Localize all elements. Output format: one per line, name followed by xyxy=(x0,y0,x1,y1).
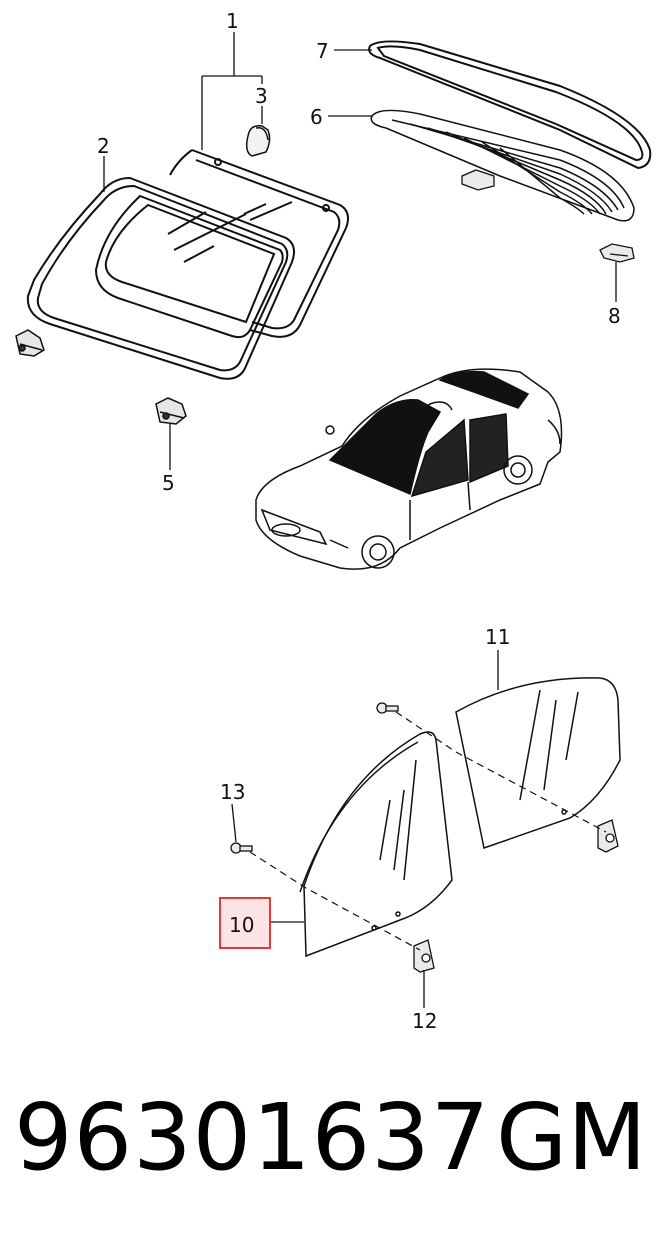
rear-clip xyxy=(461,169,495,191)
clip-3 xyxy=(245,124,271,157)
rear-window-glass xyxy=(370,109,635,222)
callout-12: 12 xyxy=(412,1009,437,1033)
callout-7: 7 xyxy=(316,39,329,63)
callout-3: 3 xyxy=(255,84,268,108)
callout-11: 11 xyxy=(485,625,510,649)
car-illustration xyxy=(255,368,563,570)
rear-window-seal xyxy=(368,40,652,170)
bolt-13 xyxy=(230,842,253,854)
rear-door-glass xyxy=(455,677,621,849)
callout-10: 10 xyxy=(229,913,254,937)
bolt-upper xyxy=(376,702,399,714)
front-door-clip xyxy=(413,939,435,973)
callout-1: 1 xyxy=(226,9,239,33)
callout-6: 6 xyxy=(310,105,323,129)
windshield-glass xyxy=(26,158,330,380)
callout-13: 13 xyxy=(220,780,245,804)
part-number: 96301637 xyxy=(14,1084,491,1191)
callout-5: 5 xyxy=(162,471,175,495)
clip-8 xyxy=(599,243,635,263)
callout-2: 2 xyxy=(97,134,110,158)
front-door-glass xyxy=(299,731,453,958)
clip-left xyxy=(15,329,45,357)
assembly-lines xyxy=(249,711,607,951)
parts-diagram: 1 3 2 5 7 6 8 11 13 10 12 xyxy=(15,9,652,1033)
windshield-seal xyxy=(169,149,349,338)
leader-lines xyxy=(103,32,617,1008)
clip-5 xyxy=(155,397,187,425)
rear-door-clip xyxy=(597,819,619,853)
callout-8: 8 xyxy=(608,304,621,328)
highlight-box xyxy=(219,897,271,949)
brand-name: GM xyxy=(496,1084,647,1191)
